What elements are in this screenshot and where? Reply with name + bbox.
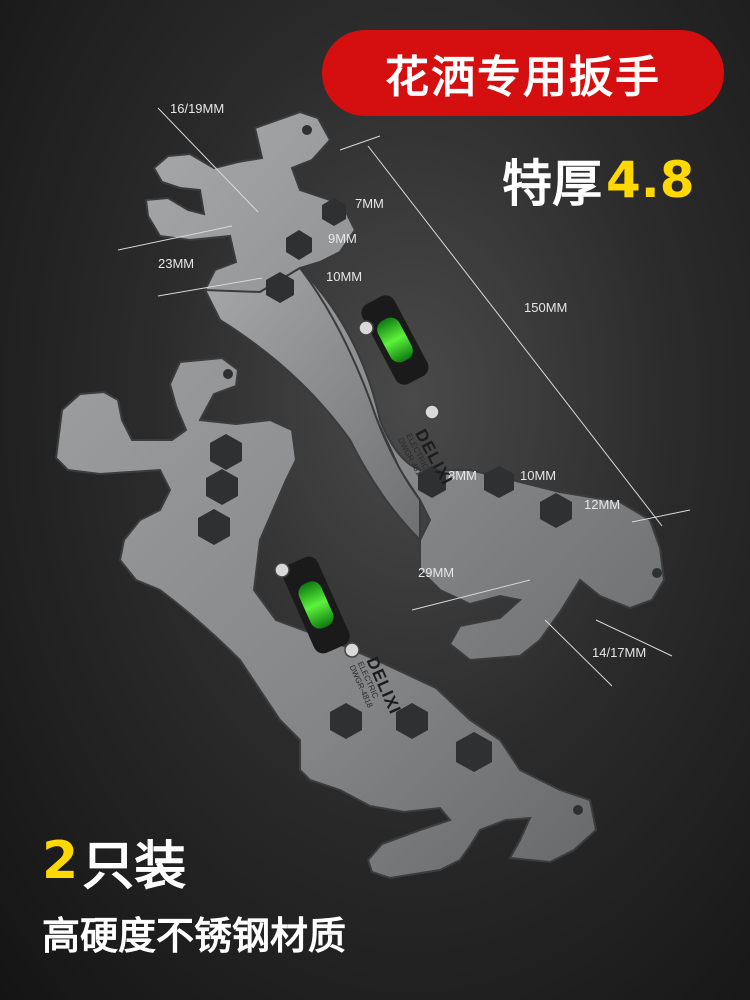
- product-title: 花洒专用扳手: [385, 52, 661, 103]
- material-description: 高硬度不锈钢材质: [42, 902, 346, 962]
- dim-hex-12: 12MM: [584, 497, 621, 512]
- dim-hex-7: 7MM: [355, 196, 384, 211]
- package-count-text: 只装: [82, 836, 187, 897]
- dim-top-open-end: 16/19MM: [170, 101, 225, 116]
- wrench-back: [144, 110, 666, 662]
- dim-hex-10-lower: 10MM: [520, 468, 557, 483]
- bubble-level-icon: [358, 295, 440, 420]
- thickness-value: 4.8: [606, 151, 695, 209]
- package-count-number: 2: [42, 831, 79, 891]
- wrench-front: [54, 356, 598, 880]
- dim-length: 150MM: [524, 300, 568, 315]
- dim-right-open-end: 14/17MM: [592, 645, 647, 660]
- bubble-level-icon: [274, 556, 360, 658]
- product-title-banner: 花洒专用扳手: [322, 30, 724, 116]
- dim-bottom-open-end: 29MM: [418, 565, 455, 580]
- material-text: 高硬度不锈钢材质: [42, 913, 347, 958]
- dim-left-open-end: 23MM: [158, 256, 195, 271]
- dim-hex-9: 9MM: [328, 231, 357, 246]
- thickness-label: 特厚: [502, 155, 602, 213]
- package-count: 2 只装: [42, 826, 187, 897]
- dimension-lines: [117, 107, 691, 687]
- dim-hex-8: 8MM: [448, 468, 477, 483]
- dim-hex-10-upper: 10MM: [326, 269, 363, 284]
- thickness-callout: 特厚 4.8: [502, 140, 695, 220]
